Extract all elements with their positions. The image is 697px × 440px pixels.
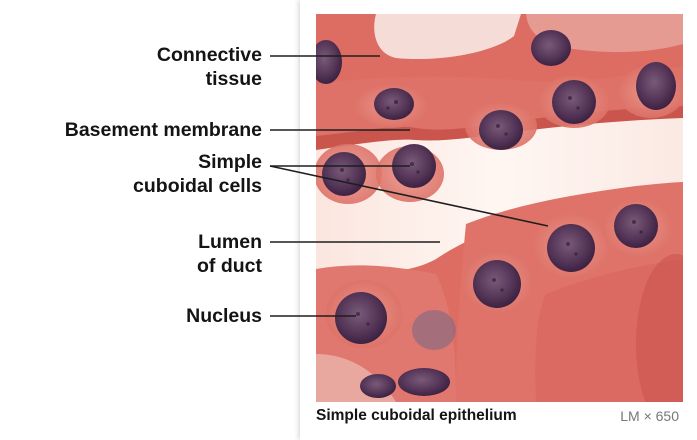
nucleus-shape [531,30,571,66]
micrograph-svg [316,14,683,402]
label-connective-line-2: tissue [205,68,262,90]
label-lumen-line-2: of duct [197,255,262,277]
nucleus-shape [374,88,414,120]
nucleus-shape [479,110,523,150]
nucleus-shape [392,144,436,188]
label-lumen-of-duct: Lumen of duct [197,230,262,278]
nucleus-shape [316,40,342,84]
label-nucleus: Nucleus [186,304,262,328]
label-nucleus-text: Nucleus [186,305,262,327]
nucleus-shape [473,260,521,308]
nucleus-shape [398,368,450,396]
magnification-label: LM × 650 [620,408,679,424]
micrograph-image [316,14,683,402]
label-connective-line-1: Connective [156,44,262,66]
figure-caption: Simple cuboidal epithelium [316,407,517,424]
nucleus-shape [547,224,595,272]
label-simple-cuboidal-cells: Simple cuboidal cells [133,150,262,198]
nucleus-shape [614,204,658,248]
nucleus-shape [335,292,387,344]
nucleus-shape [322,152,366,196]
connective-lumen-top [374,14,521,60]
nucleus-shape [360,374,396,398]
nucleus-shape [552,80,596,124]
label-lumen-line-1: Lumen [198,231,262,253]
label-basement-text: Basement membrane [64,119,262,141]
label-simple-line-2: cuboidal cells [133,175,262,197]
label-basement-membrane: Basement membrane [65,118,262,142]
label-simple-line-1: Simple [198,151,262,173]
label-connective-tissue: Connective tissue [157,43,262,91]
nucleus-shape [636,62,676,110]
